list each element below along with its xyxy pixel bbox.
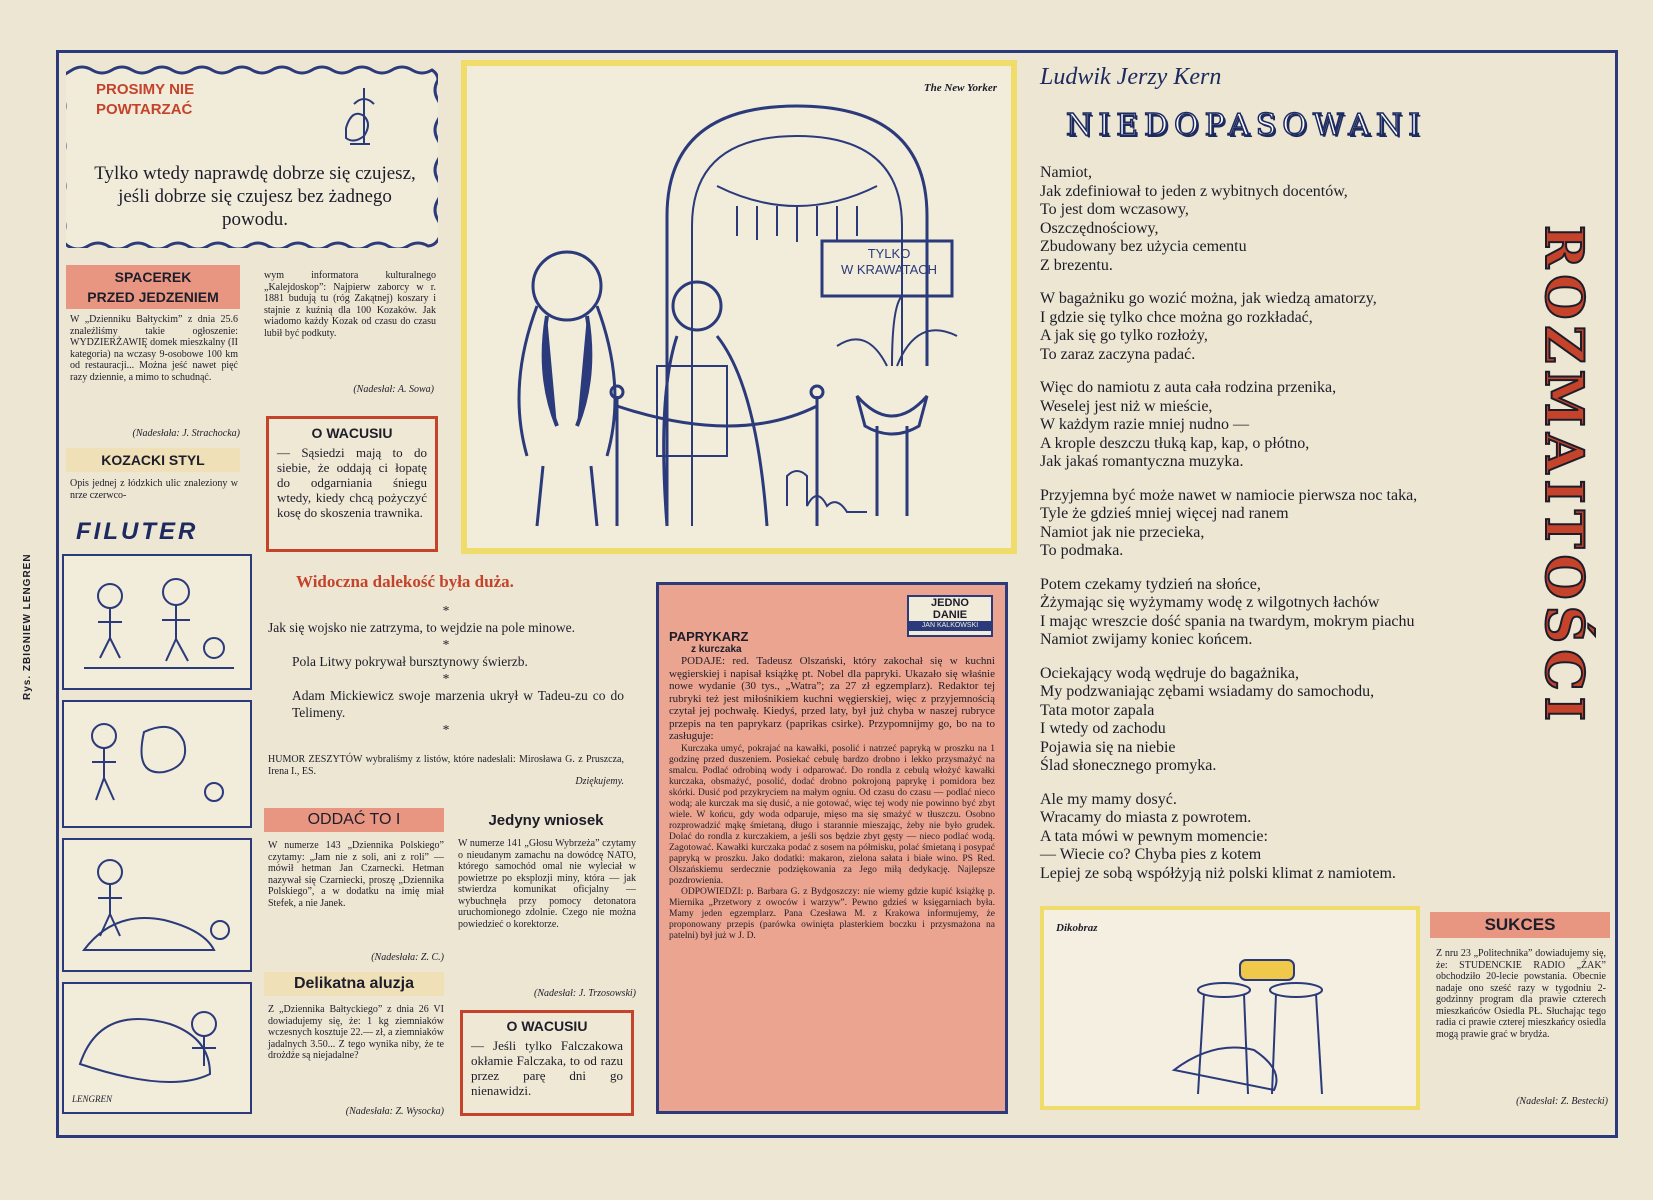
widoczna-item-2: Pola Litwy pokrywał bursztynowy świerzb. — [292, 654, 528, 669]
dikobraz-drawing — [1171, 959, 1323, 1095]
paprykarz-subtitle: z kurczaka — [691, 644, 742, 655]
poem-stanza-1: Namiot, Jak zdefiniował to jeden z wybit… — [1040, 164, 1348, 274]
wacus1-title: O WACUSIU — [311, 425, 393, 441]
wacus2-text: — Jeśli tylko Falczakowa okłamie Falczak… — [471, 1038, 623, 1098]
logo-line1: JEDNO — [931, 597, 969, 609]
dikobraz-credit: Dikobraz — [1056, 922, 1098, 934]
comic-figures-4 — [78, 1011, 217, 1083]
paprykarz-answers: ODPOWIEDZI: p. Barbara G. z Bydgoszczy: … — [669, 886, 995, 941]
spacerek-title-line1: SPACEREK — [114, 269, 192, 285]
poem-title: NIEDOPASOWANI — [1065, 107, 1426, 144]
prosimy-text: Tylko wtedy naprawdę dobrze się czujesz,… — [94, 163, 416, 230]
widoczna-item-3: Adam Mickiewicz swoje marzenia ukrył w T… — [292, 688, 624, 720]
oddac-signature: (Nadesłała: Z. C.) — [371, 952, 444, 963]
logo-line2: DANIE — [932, 609, 968, 621]
dikobraz-cartoon: Dikobraz — [1040, 906, 1420, 1110]
wacus2-title: O WACUSIU — [506, 1018, 588, 1034]
kalejdoskop-text: wym informatora kulturalnego „Kalejdosko… — [264, 270, 436, 339]
paprykarz-recipe: Kurczaka umyć, pokrajać na kawałki, poso… — [669, 743, 995, 886]
oddac-text: W numerze 143 „Dziennika Polskiego” czyt… — [268, 840, 444, 909]
oddac-header: ODDAĆ TO I — [264, 808, 444, 832]
page-frame — [56, 50, 1618, 1138]
poem-author: Ludwik Jerzy Kern — [1040, 64, 1222, 90]
prosimy-title-line2: POWTARZAĆ — [96, 101, 193, 118]
cartoon-sign: TYLKO W KRAWATACH — [825, 246, 953, 278]
spacerek-text: W „Dzienniku Bałtyckim” z dnia 25.6 znal… — [70, 314, 238, 383]
artist-signature: LENGREN — [72, 1094, 113, 1104]
wacus1-text: — Sąsiedzi mają to do siebie, że oddają … — [277, 445, 427, 520]
widoczna-thanks: Dziękujemy. — [575, 776, 624, 787]
cartoon-sign-line2: W KRAWATACH — [840, 262, 938, 277]
poem-stanza-3: Więc do namiotu z auta cała rodzina prze… — [1040, 379, 1337, 470]
cartoon-drawing — [517, 104, 958, 527]
jedyny-text: W numerze 141 „Głosu Wybrzeża” czytamy o… — [458, 838, 636, 930]
jedyny-title: Jedyny wniosek — [488, 812, 604, 829]
poem-stanza-4: Przyjemna być może nawet w namiocie pier… — [1040, 486, 1418, 560]
widoczna-item-1: Jak się wojsko nie zatrzyma, to wejdzie … — [268, 620, 576, 635]
jedyny-signature: (Nadesłał: J. Trzosowski) — [534, 988, 636, 999]
kalejdoskop-signature: (Nadesłał: A. Sowa) — [353, 384, 434, 395]
paprykarz-box: JEDNO DANIE JAN KALKOWSKI PAPRYKARZ z ku… — [656, 582, 1008, 1114]
prosimy-title-line1: PROSIMY NIE — [96, 81, 195, 98]
comic-figures-1 — [84, 578, 234, 669]
paprykarz-title: PAPRYKARZ — [669, 629, 749, 644]
widoczna-items: * Jak się wojsko nie zatrzyma, to wejdzi… — [268, 603, 624, 737]
poem-stanza-6: Ociekający wodą wędruje do bagażnika, My… — [1040, 664, 1375, 775]
sukces-signature: (Nadesłał: Z. Bestecki) — [1516, 1096, 1608, 1107]
wavy-border — [66, 65, 438, 248]
paprykarz-intro: PODAJE: red. Tadeusz Olszański, który za… — [669, 655, 995, 742]
cartoon-credit: The New Yorker — [923, 82, 997, 94]
side-title-rozmaitosci: ROZMAITOŚCI — [1532, 224, 1595, 728]
jedno-danie-logo: JEDNO DANIE JAN KALKOWSKI — [907, 595, 993, 637]
logo-author: JAN KALKOWSKI — [909, 621, 991, 631]
sukces-text: Z nru 23 „Politechnika” dowiadujemy się,… — [1436, 948, 1606, 1040]
delikatna-header: Delikatna aluzja — [264, 972, 444, 996]
illustrator-credit: Rys. ZBIGNIEW LENGREN — [22, 553, 33, 700]
filuter-logo: FILUTER — [76, 518, 199, 545]
comic-panel-3 — [62, 838, 252, 972]
cartoon-sign-line1: TYLKO — [867, 246, 911, 261]
sitting-figure-icon — [345, 88, 375, 145]
poem-body: Namiot, Jak zdefiniował to jeden z wybit… — [1040, 164, 1580, 898]
comic-panel-2 — [62, 700, 252, 828]
prosimy-box: PROSIMY NIE POWTARZAĆ Tylko wtedy napraw… — [66, 62, 438, 248]
widoczna-title: Widoczna dalekość była duża. — [296, 572, 514, 591]
poem-stanza-5: Potem czekamy tydzień na słońce, Żżymają… — [1040, 575, 1415, 649]
delikatna-text: Z „Dziennika Bałtyckiego” z dnia 26 VI d… — [268, 1004, 444, 1061]
comic-panel-4: LENGREN — [62, 982, 252, 1114]
poem-stanza-7: Ale my mamy dosyć. Wracamy do miasta z p… — [1040, 790, 1396, 882]
wacus1-box: O WACUSIU — Sąsiedzi mają to do siebie, … — [266, 416, 438, 552]
spacerek-signature: (Nadesłała: J. Strachocka) — [132, 428, 240, 439]
comic-figures-3 — [81, 859, 230, 951]
spacerek-header: SPACEREK PRZED JEDZENIEM — [66, 265, 240, 309]
delikatna-signature: (Nadesłała: Z. Wysocka) — [345, 1106, 444, 1117]
kozacki-text: Opis jednej z łódzkich ulic znaleziony w… — [70, 478, 238, 501]
spacerek-title-line2: PRZED JEDZENIEM — [87, 289, 219, 305]
widoczna-footer: HUMOR ZESZYTÓW wybraliśmy z listów, któr… — [268, 754, 624, 777]
comic-figures-2 — [91, 723, 224, 802]
prosimy-title: PROSIMY NIE POWTARZAĆ — [96, 80, 194, 120]
wacus2-box: O WACUSIU — Jeśli tylko Falczakowa okłam… — [460, 1010, 634, 1116]
new-yorker-cartoon: The New Yorker TYLKO W KRAWATACH — [461, 60, 1017, 554]
kozacki-header: KOZACKI STYL — [66, 448, 240, 472]
sukces-header: SUKCES — [1430, 912, 1610, 938]
comic-panel-1 — [62, 554, 252, 690]
poem-stanza-2: W bagażniku go wozić można, jak wiedzą a… — [1040, 290, 1377, 363]
